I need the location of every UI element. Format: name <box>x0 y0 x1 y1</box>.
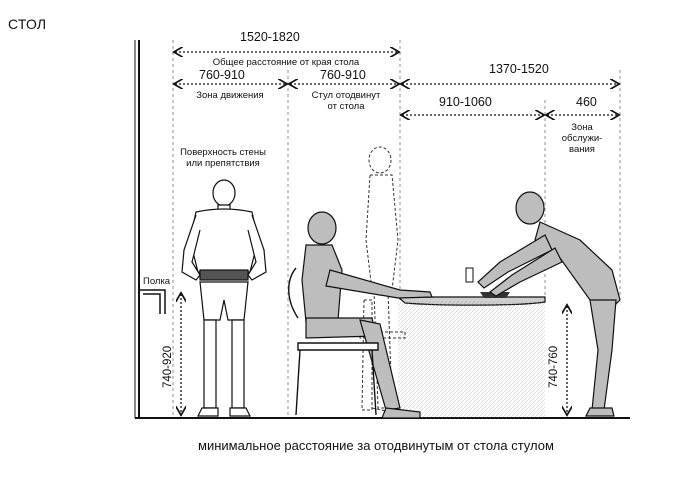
chair <box>288 267 379 416</box>
dim-shelf-height: 740-920 <box>162 345 174 388</box>
label-wall-line1: Поверхность стены <box>180 147 266 158</box>
label-wall-line2: или препятствия <box>186 158 260 169</box>
table <box>396 267 546 418</box>
shelf <box>139 289 166 314</box>
label-shelf: Полка <box>143 276 171 287</box>
diagram-title: СТОЛ <box>8 16 47 32</box>
label-service-line2: обслужи- <box>561 133 603 144</box>
dim-right-total: 1370-1520 <box>487 62 551 76</box>
dimension-lines <box>175 52 618 115</box>
dim-table-depth: 910-1060 <box>437 95 494 109</box>
serving-person <box>477 191 621 417</box>
label-service-line1: Зона <box>571 122 593 133</box>
wall <box>134 40 140 418</box>
dim-motion-zone: 760-910 <box>197 68 247 82</box>
dim-overall: 1520-1820 <box>238 30 302 44</box>
label-chair-pulled-line2: от стола <box>327 101 365 112</box>
dim-service: 460 <box>574 95 599 109</box>
dim-table-height: 740-760 <box>548 345 560 388</box>
label-service-line3: вания <box>569 144 595 155</box>
label-motion-zone: Зона движения <box>196 90 264 101</box>
standing-person-front <box>181 179 267 417</box>
vertical-dimension-lines <box>181 294 567 414</box>
label-chair-pulled-line1: Стул отодвинут <box>311 90 381 101</box>
dim-chair-pulled: 760-910 <box>318 68 368 82</box>
label-overall-desc: Общее расстояние от края стола <box>212 57 360 68</box>
diagram-caption: минимальное расстояние за отодвинутым от… <box>198 438 554 453</box>
